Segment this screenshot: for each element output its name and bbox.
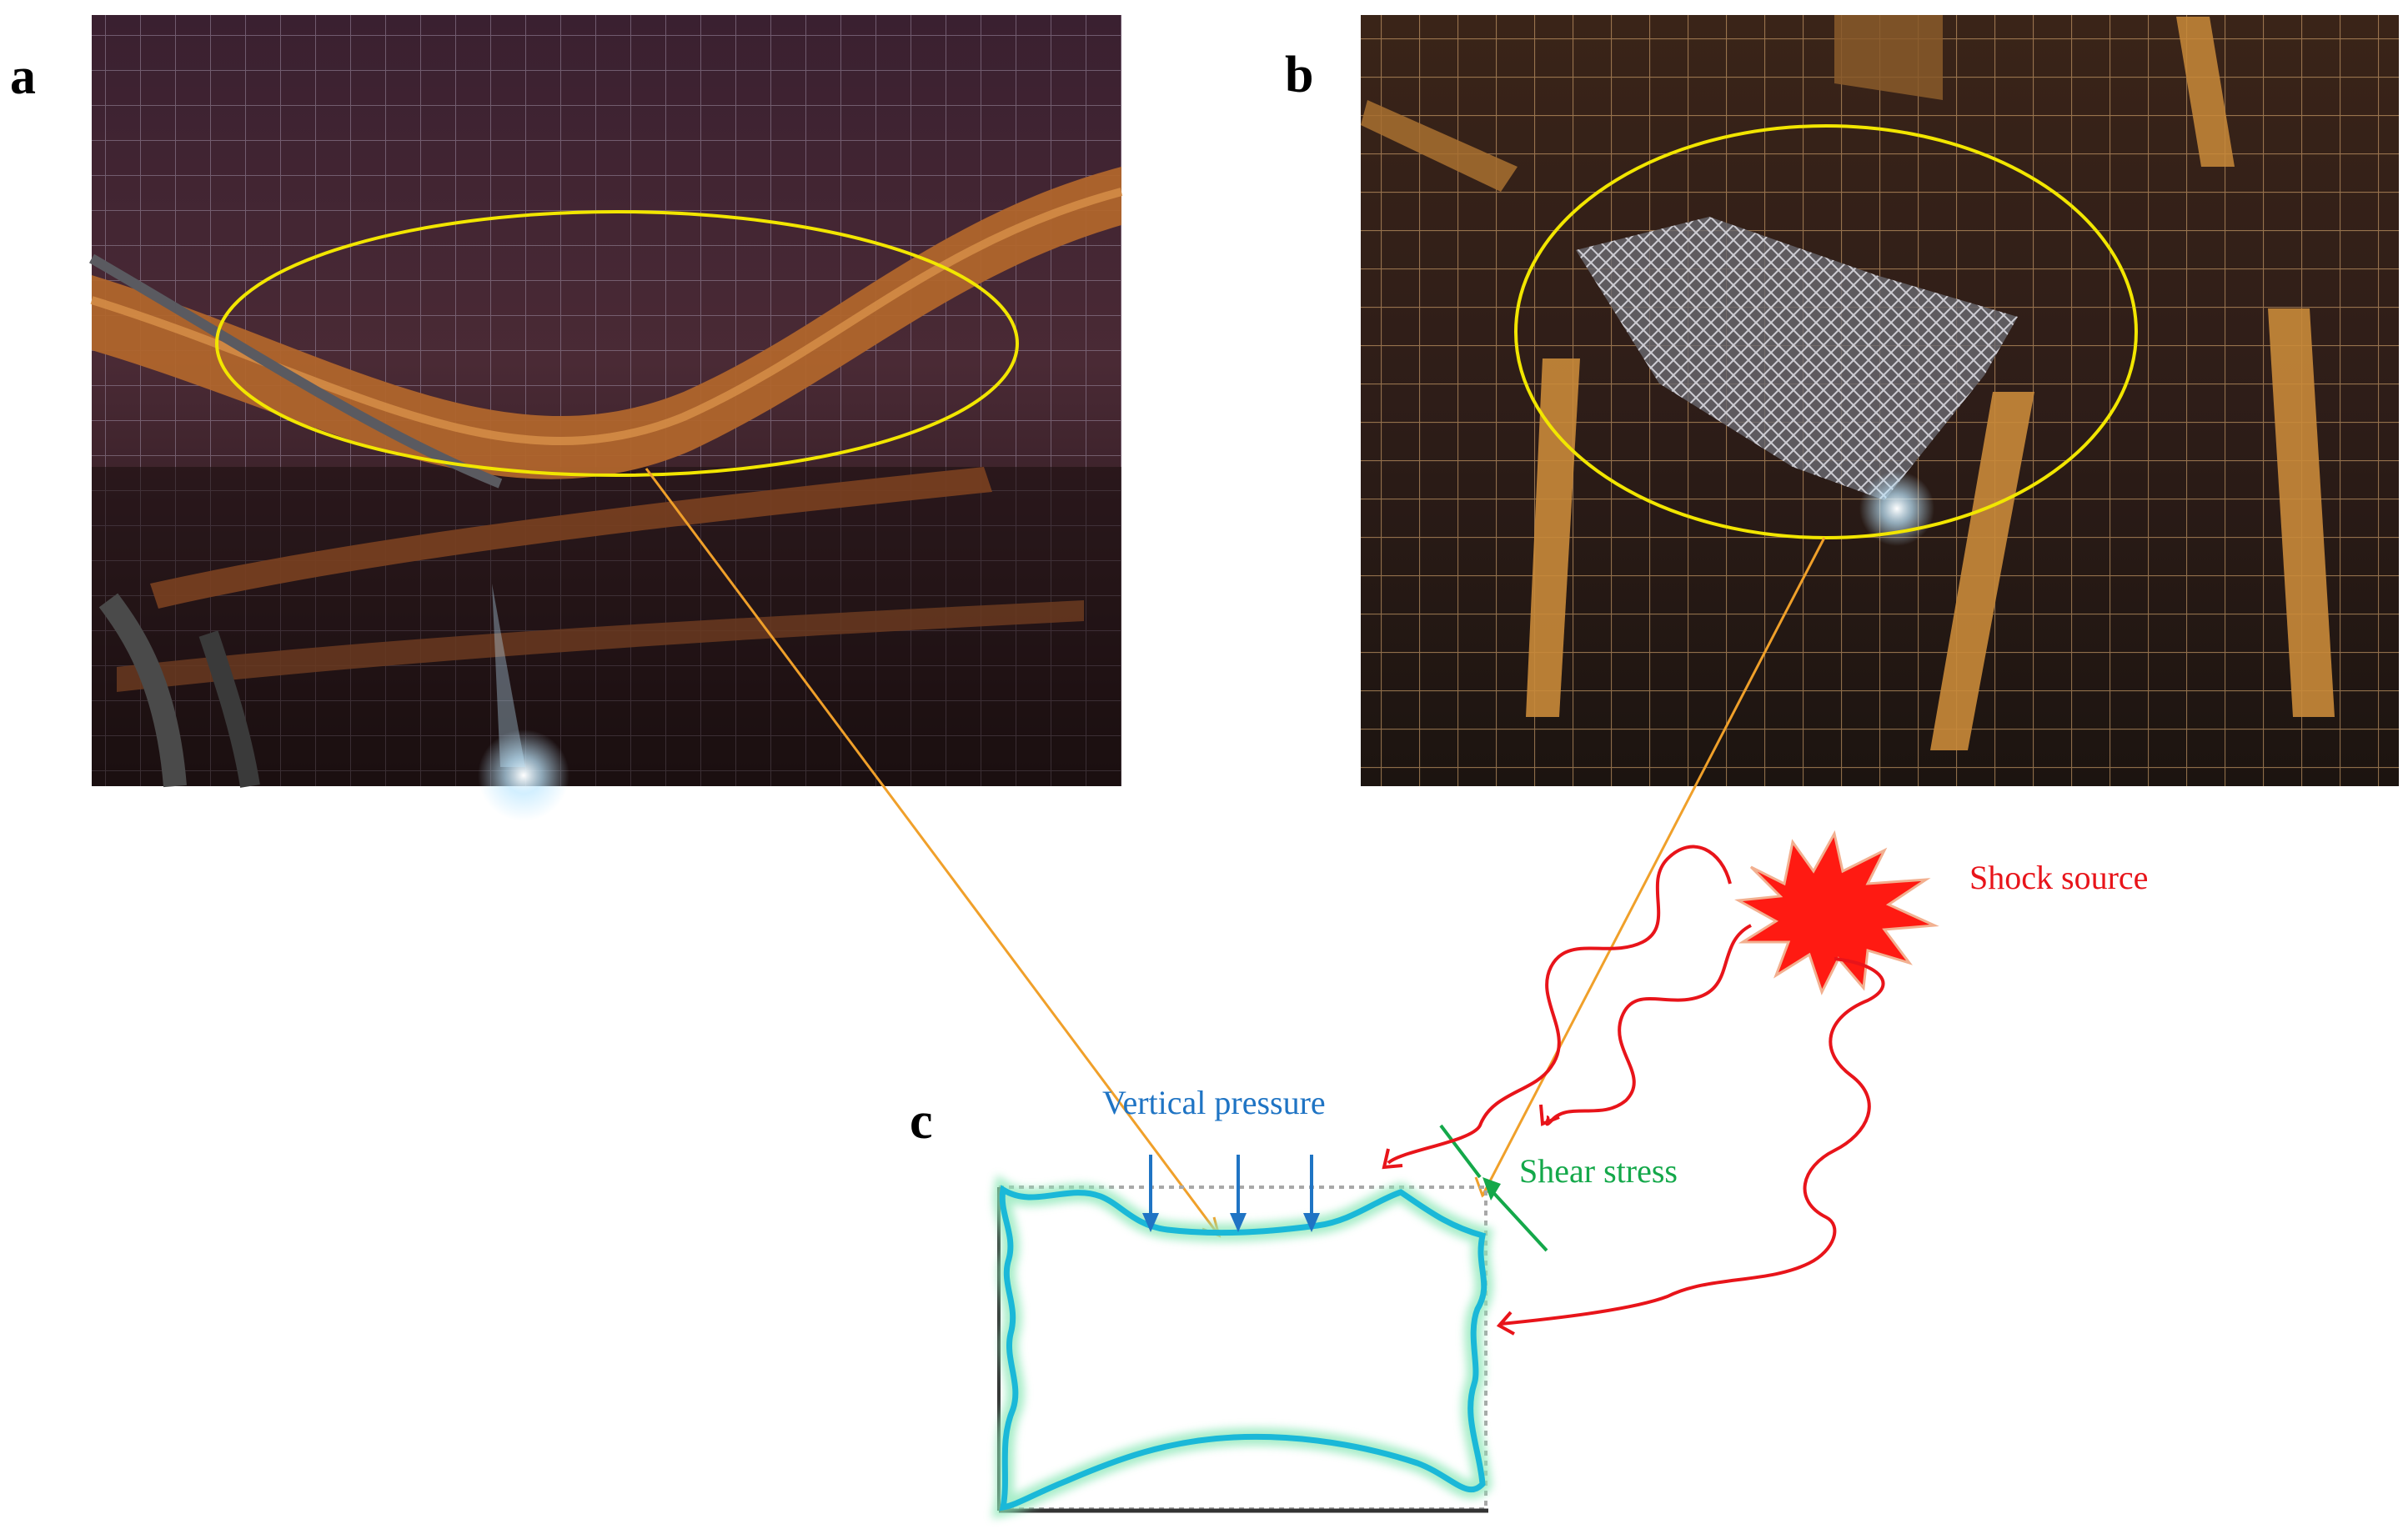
shock-wave-3 (1500, 957, 1885, 1326)
vertical-pressure-label: Vertical pressure (1102, 1084, 1326, 1121)
panel-letter-c: c (910, 1093, 933, 1150)
shock-source-label: Shock source (1969, 859, 2148, 896)
shear-stress-label: Shear stress (1519, 1152, 1678, 1190)
shock-wave-3-head (1496, 1311, 1515, 1336)
panel-letter-b: b (1285, 47, 1313, 103)
shock-waves (1382, 845, 1885, 1336)
deformed-profile (999, 1185, 1487, 1511)
shock-wave-2-head (1539, 1104, 1560, 1126)
shock-wave-1 (1387, 845, 1732, 1165)
connector-b-to-corner (1481, 537, 1826, 1196)
panel-b-photo (1361, 15, 2399, 786)
shock-wave-1-head (1382, 1148, 1403, 1170)
connector-a-to-roof (645, 468, 1221, 1236)
vertical-pressure-arrows (1142, 1155, 1320, 1232)
panel-letter-a: a (10, 48, 36, 105)
shock-wave-2 (1545, 924, 1752, 1126)
shear-stress-arrow (1439, 1124, 1548, 1252)
panel-a-photo (88, 15, 1123, 821)
starburst-icon (1734, 830, 1939, 995)
tunnel-cross-section (991, 1175, 1493, 1519)
